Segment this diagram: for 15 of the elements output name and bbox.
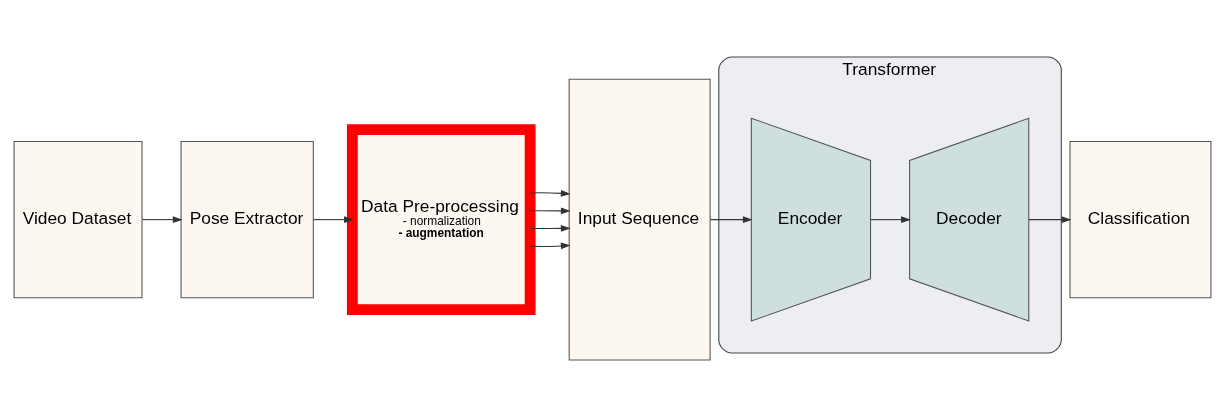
arrow — [529, 224, 571, 232]
arrow — [529, 242, 571, 249]
node-box: Encoder — [750, 117, 872, 322]
arrow — [313, 215, 354, 223]
arrow — [870, 215, 911, 223]
node-box: Input Sequence — [568, 78, 711, 361]
arrow — [529, 206, 571, 214]
node-box: Decoder — [909, 117, 1030, 322]
arrow — [141, 215, 183, 223]
arrow — [709, 215, 753, 223]
node-box: Video Dataset — [13, 140, 143, 298]
node-box: Pose Extractor — [180, 140, 314, 298]
arrow — [1028, 215, 1072, 223]
arrow — [529, 189, 571, 197]
node-box: Classification — [1069, 140, 1212, 298]
